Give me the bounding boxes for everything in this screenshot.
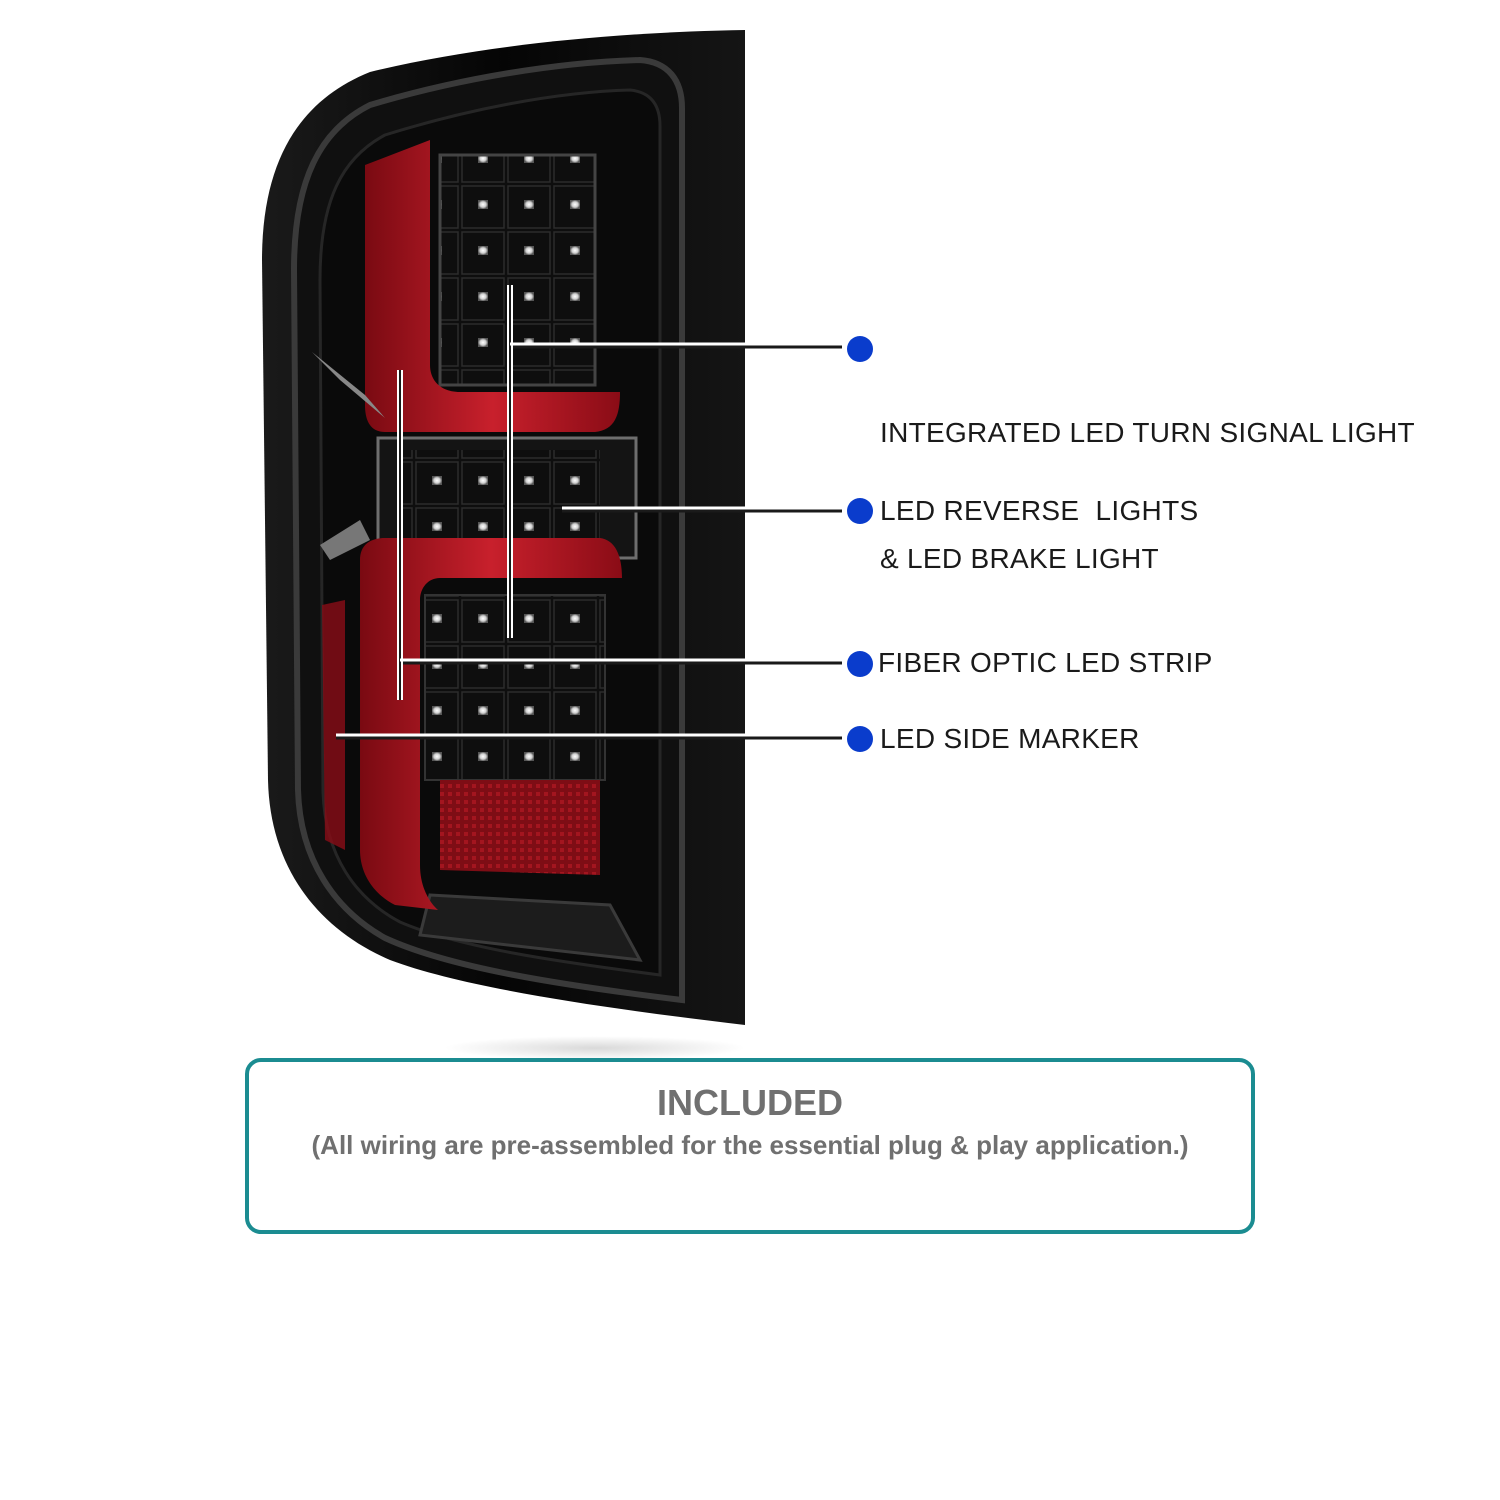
callout-label-reverse: LED REVERSE LIGHTS	[880, 495, 1199, 526]
included-title: INCLUDED	[657, 1082, 843, 1123]
callout-label-fiber: FIBER OPTIC LED STRIP	[878, 647, 1213, 678]
callout-leaders	[336, 285, 842, 740]
fiber-optic-red-strip-lower	[360, 538, 622, 910]
bottom-trim	[418, 893, 643, 962]
included-note: (All wiring are pre-assembled for the es…	[311, 1130, 1189, 1160]
callout-dot-reverse	[847, 498, 873, 524]
product-shadow	[445, 1036, 745, 1060]
callout-label-turn-brake-line2: & LED BRAKE LIGHT	[880, 543, 1159, 574]
side-marker-lens	[322, 600, 345, 850]
callout-dot-turn-brake	[847, 336, 873, 362]
fiber-optic-red-strip	[365, 140, 620, 432]
lower-reflector	[440, 780, 600, 875]
callout-label-side-marker: LED SIDE MARKER	[880, 723, 1140, 754]
upper-led-array	[438, 153, 597, 387]
included-box: INCLUDED (All wiring are pre-assembled f…	[245, 1058, 1255, 1234]
leader-white-highlights	[336, 342, 842, 737]
reverse-led-array	[400, 450, 600, 545]
callout-dot-side-marker	[847, 726, 873, 752]
callout-dot-fiber	[847, 651, 873, 677]
chrome-accent-upper	[312, 352, 385, 418]
chrome-accent-lower	[320, 520, 370, 560]
callout-label-turn-brake-line1: INTEGRATED LED TURN SIGNAL LIGHT	[880, 417, 1415, 448]
callout-label-turn-brake: INTEGRATED LED TURN SIGNAL LIGHT & LED B…	[880, 328, 1415, 622]
lower-led-array	[424, 594, 606, 781]
